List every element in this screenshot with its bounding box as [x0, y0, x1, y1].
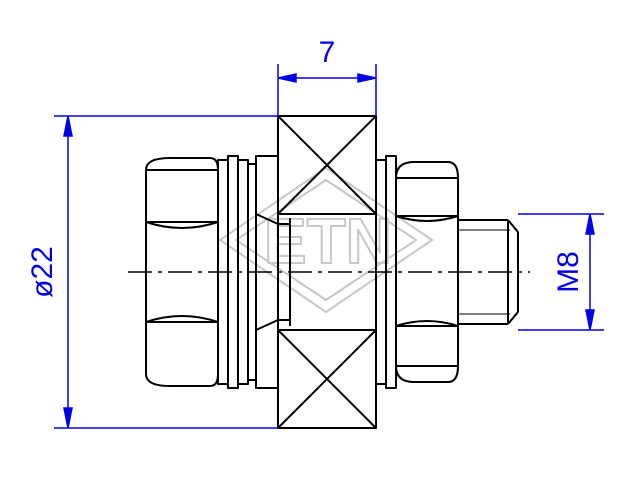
watermark-logo: ETN [218, 166, 434, 314]
watermark-text: ETN [264, 205, 392, 277]
dimension-width-label: 7 [319, 36, 336, 69]
dimension-lines [54, 64, 604, 429]
dimension-thread-label: M8 [552, 251, 585, 293]
right-hex-nut [395, 161, 459, 383]
dimension-diameter-label: ø22 [26, 246, 59, 298]
part-outline [145, 115, 519, 429]
